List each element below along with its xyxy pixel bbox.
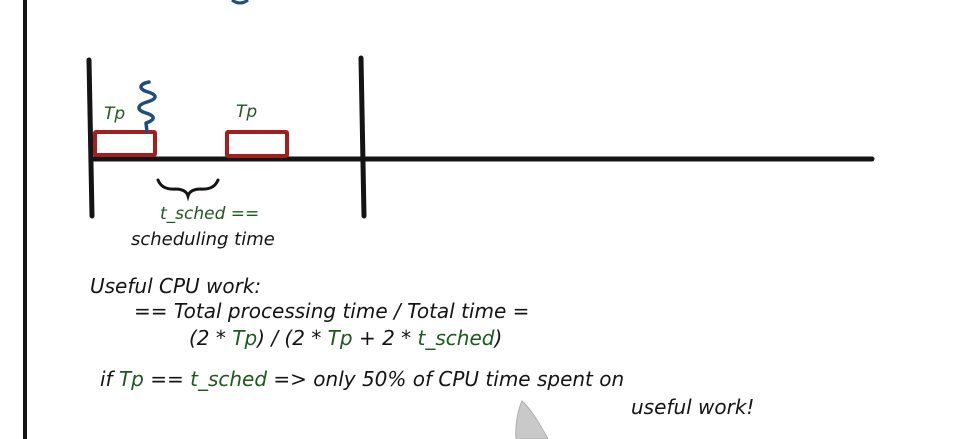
thread-icon: [137, 80, 157, 134]
task-label-2: Tp: [236, 102, 257, 122]
task-box-1: [93, 130, 157, 157]
note-line-2: == Total processing time / Total time =: [134, 299, 529, 323]
task-label-1: Tp: [104, 104, 125, 124]
gap-label-2: scheduling time: [131, 229, 275, 250]
gap-brace: [156, 178, 220, 202]
timeline-end-tick: [358, 55, 367, 219]
note-line-4: if Tp == t_sched => only 50% of CPU time…: [100, 367, 624, 391]
note-line-1: Useful CPU work:: [90, 274, 261, 298]
pen-cursor: [515, 400, 549, 439]
task-box-2: [225, 130, 289, 158]
gap-label: t_sched ==: [160, 204, 259, 224]
timeline-start-tick: [86, 57, 95, 219]
note-line-5: useful work!: [631, 395, 754, 419]
cropped-ink-stroke: [231, 0, 249, 5]
note-line-3: (2 * Tp) / (2 * Tp + 2 * t_sched): [189, 326, 502, 350]
